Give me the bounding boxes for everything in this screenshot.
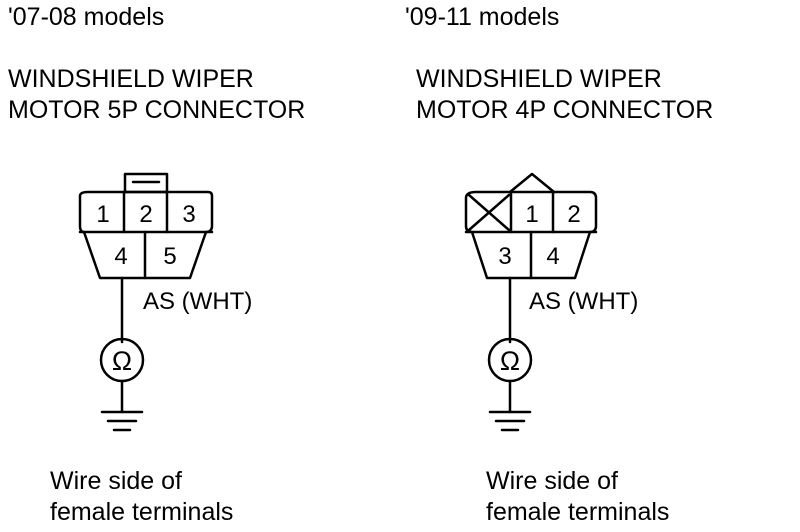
left-caption-line1: Wire side of: [50, 467, 182, 495]
right-terminal-4: 4: [546, 243, 559, 270]
left-wire-label: AS (WHT): [143, 288, 252, 315]
left-terminal-5: 5: [163, 243, 176, 270]
right-unused-cavity-icon: [467, 193, 511, 232]
left-caption-line2: female terminals: [50, 498, 234, 526]
right-wire-label: AS (WHT): [529, 288, 638, 315]
left-ground-icon: [100, 410, 144, 432]
right-ground-icon: [488, 410, 532, 432]
right-ohm-symbol: Ω: [500, 346, 520, 376]
left-terminal-4: 4: [114, 243, 127, 270]
left-ohm-symbol: Ω: [112, 346, 132, 376]
right-terminal-3: 3: [498, 243, 511, 270]
right-terminal-2: 2: [567, 201, 580, 228]
right-title-line2: MOTOR 4P CONNECTOR: [416, 96, 714, 124]
left-terminal-2: 2: [139, 201, 152, 228]
right-terminal-1: 1: [525, 201, 538, 228]
right-connector-housing: [464, 190, 598, 280]
left-model-label: '07-08 models: [8, 3, 165, 31]
left-title-line2: MOTOR 5P CONNECTOR: [8, 96, 306, 124]
right-model-label: '09-11 models: [405, 3, 560, 31]
right-connector-key: [508, 172, 556, 194]
right-caption-line2: female terminals: [486, 498, 670, 526]
left-terminal-3: 3: [182, 201, 195, 228]
right-caption-line1: Wire side of: [486, 467, 618, 495]
left-terminal-1: 1: [96, 201, 109, 228]
left-title-line1: WINDSHIELD WIPER: [8, 65, 254, 93]
right-connector-4p: [464, 172, 598, 280]
right-title-line1: WINDSHIELD WIPER: [416, 65, 662, 93]
left-connector-housing: [78, 190, 214, 280]
left-connector-5p: [78, 172, 214, 280]
